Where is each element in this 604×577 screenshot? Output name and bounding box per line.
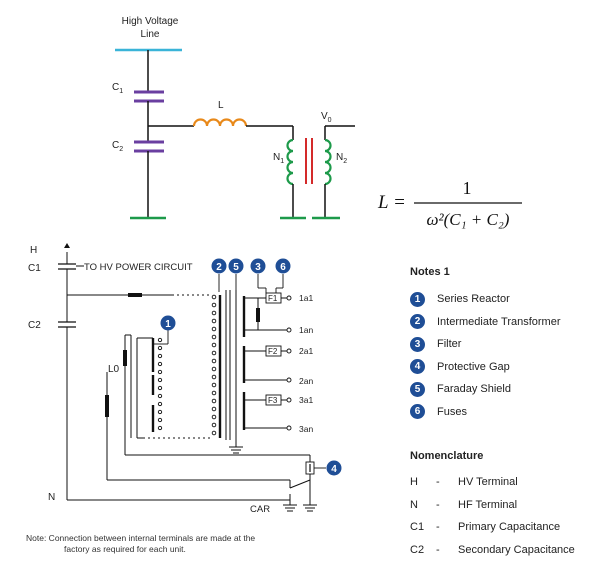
note-label: Intermediate Transformer (437, 315, 561, 328)
c1-label: C1 (112, 82, 123, 95)
note-label: Protective Gap (437, 360, 510, 373)
terminal-2a1: 2a1 (299, 346, 313, 356)
badge-6 (275, 258, 291, 274)
note-item: 5 Faraday Shield (410, 378, 600, 401)
formula-numerator: 1 (463, 178, 472, 198)
terminal-3a1: 3a1 (299, 395, 313, 405)
note-item: 3 Filter (410, 333, 600, 356)
primary-taps (211, 294, 217, 436)
reactor-formula: L = 1 ω²(C₁ + C₂) (377, 178, 522, 229)
badge-4 (326, 460, 342, 476)
v0-label: V0 (321, 111, 332, 124)
nomenclature-key: C2 (410, 543, 425, 556)
n2-winding (324, 138, 332, 186)
inductor-label: L (218, 100, 224, 111)
filter-resistor (256, 308, 260, 322)
svg-text:2: 2 (216, 262, 222, 273)
connection-footnote: Note: Connection between internal termin… (26, 533, 346, 555)
badge-3 (250, 258, 266, 274)
notes-legend: Notes 1 1 Series Reactor 2 Intermediate … (410, 266, 600, 423)
nomenclature-key: N (410, 498, 418, 511)
hv-line-label-1: High Voltage (122, 16, 179, 27)
note-item: 4 Protective Gap (410, 356, 600, 379)
notes-title: Notes 1 (410, 266, 450, 278)
note-label: Fuses (437, 405, 467, 418)
footnote-line-2: factory as required for each unit. (64, 544, 186, 554)
badge-5 (228, 258, 244, 274)
badge-1 (160, 315, 176, 331)
to-hv-label: TO HV POWER CIRCUIT (84, 262, 193, 273)
note-badge: 2 (410, 314, 425, 330)
hv-line-label-2: Line (141, 29, 160, 40)
nomenclature-label: HF Terminal (458, 498, 518, 511)
terminal-1a1: 1a1 (299, 293, 313, 303)
nomenclature-dash: - (436, 498, 440, 511)
reactor-taps (157, 337, 163, 431)
note-label: Faraday Shield (437, 383, 511, 396)
nomenclature-dash: - (436, 521, 440, 534)
lo-label: L0 (108, 364, 120, 375)
footnote-line-1: Note: Connection between internal termin… (26, 533, 256, 543)
nomenclature-dash: - (436, 543, 440, 556)
note-badge: 1 (410, 291, 425, 307)
c1-schematic-label: C1 (28, 263, 41, 274)
n1-winding (286, 138, 294, 186)
note-label: Filter (437, 338, 462, 351)
svg-text:F3: F3 (268, 396, 278, 405)
svg-text:4: 4 (331, 464, 337, 475)
nomenclature-label: Secondary Capacitance (458, 543, 575, 556)
h-terminal-label: H (30, 245, 37, 256)
note-label: Series Reactor (437, 293, 510, 306)
nomenclature-label: Primary Capacitance (458, 521, 561, 534)
note-badge: 4 (410, 359, 425, 375)
nomenclature-dash: - (436, 476, 440, 489)
nomenclature-item: C1 - Primary Capacitance (410, 516, 604, 539)
nomenclature-label: HV Terminal (458, 476, 518, 489)
car-label: CAR (250, 504, 270, 515)
svg-text:F2: F2 (268, 347, 278, 356)
svg-text:3: 3 (255, 262, 261, 273)
svg-text:F1: F1 (268, 294, 278, 303)
nomenclature-legend: Nomenclature H - HV Terminal N - HF Term… (410, 450, 604, 561)
lo-inductor (123, 350, 127, 366)
n2-label: N2 (336, 152, 347, 165)
svg-text:5: 5 (233, 262, 239, 273)
c2-label: C2 (112, 140, 123, 153)
formula-denominator: ω²(C₁ + C₂) (427, 210, 510, 229)
note-item: 6 Fuses (410, 401, 600, 424)
cvt-schematic: H C1 TO HV POWER CIRCUIT C2 N (28, 243, 326, 515)
nomenclature-item: C2 - Secondary Capacitance (410, 539, 604, 562)
schematic-badges: 2 5 3 6 1 4 (160, 258, 342, 476)
svg-text:1: 1 (165, 319, 171, 330)
nomenclature-item: H - HV Terminal (410, 471, 604, 494)
inductor-coil (192, 118, 248, 127)
note-badge: 5 (410, 381, 425, 397)
note-badge: 3 (410, 336, 425, 352)
note-badge: 6 (410, 404, 425, 420)
n1-label: N1 (273, 152, 284, 165)
c2-schematic-label: C2 (28, 320, 41, 331)
svg-text:6: 6 (280, 262, 286, 273)
note-item: 2 Intermediate Transformer (410, 311, 600, 334)
nomenclature-title: Nomenclature (410, 450, 484, 462)
badge-2 (211, 258, 227, 274)
nomenclature-key: H (410, 476, 418, 489)
n-terminal-label: N (48, 492, 55, 503)
nomenclature-item: N - HF Terminal (410, 494, 604, 517)
h-arrow (64, 243, 70, 248)
equivalent-circuit: High Voltage Line C1 C2 L N1 N2 V0 (112, 16, 355, 220)
terminal-1an: 1an (299, 325, 313, 335)
terminal-2an: 2an (299, 376, 313, 386)
note-item: 1 Series Reactor (410, 288, 600, 311)
nomenclature-key: C1 (410, 521, 425, 534)
formula-lhs: L = (377, 192, 406, 213)
terminal-3an: 3an (299, 424, 313, 434)
